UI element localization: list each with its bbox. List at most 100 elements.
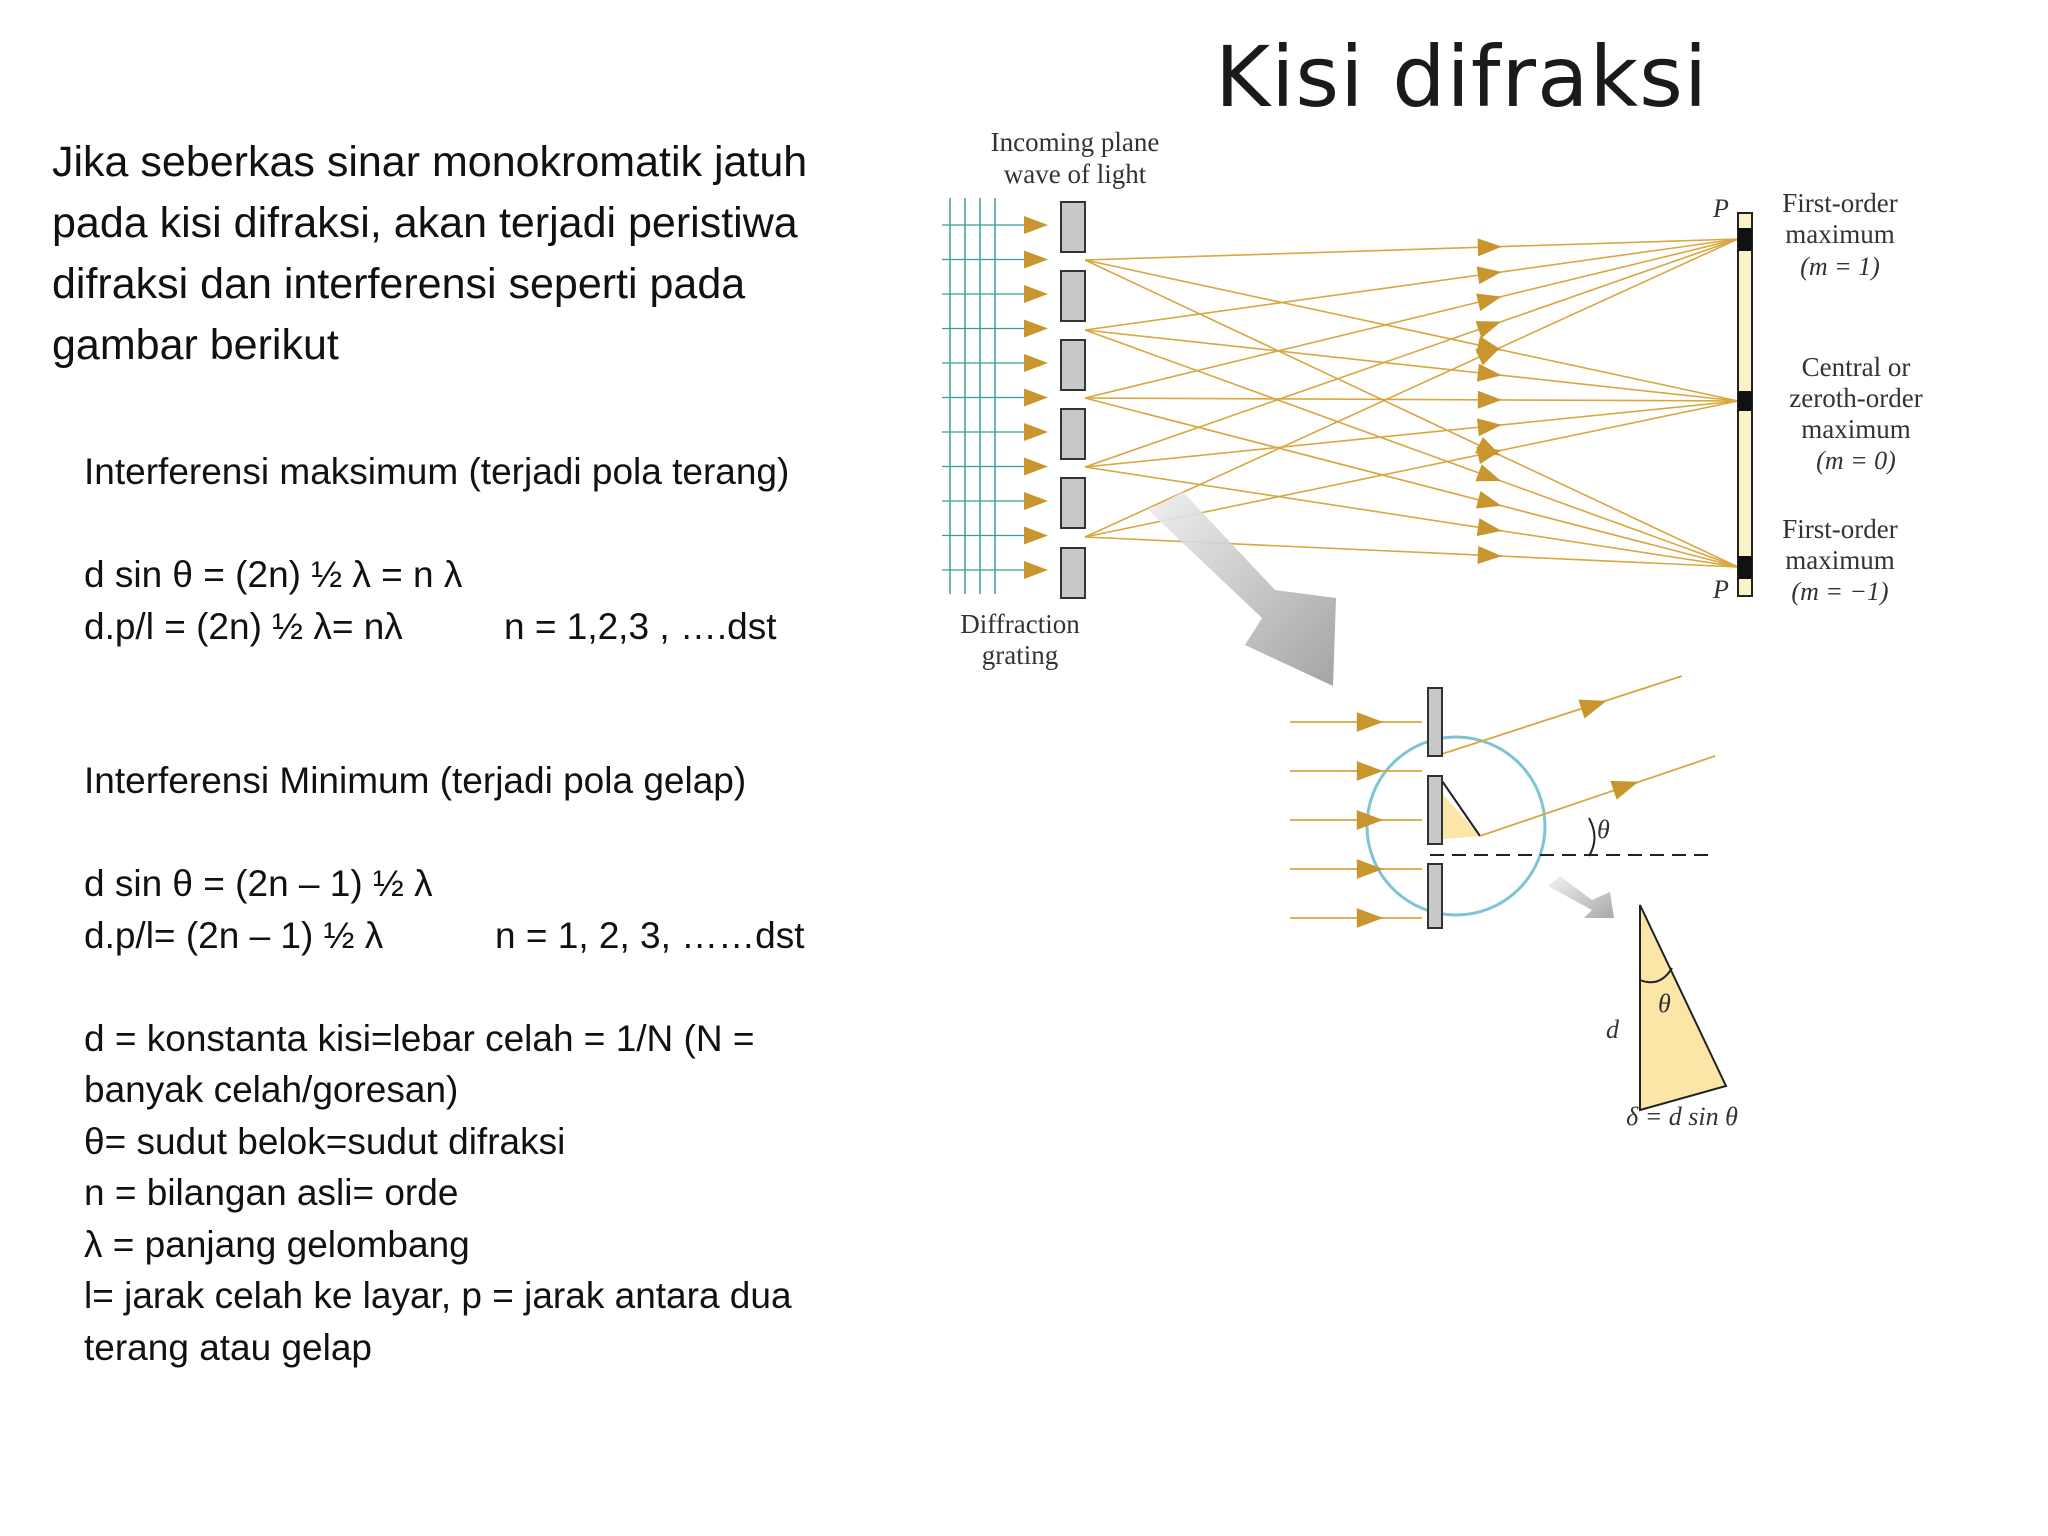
intro-paragraph: Jika seberkas sinar monokromatik jatuh p… (52, 132, 892, 376)
diffracted-ray (1084, 238, 1739, 399)
grating-slit-bar (1060, 408, 1086, 460)
theta-label: θ (1658, 989, 1671, 1018)
inset-diffracted-ray (1441, 675, 1683, 755)
diffracted-ray (1084, 238, 1739, 331)
maximum-heading: Interferensi maksimum (terjadi pola tera… (84, 451, 790, 492)
inset-slit-bar (1427, 687, 1443, 757)
label-line: (m = 0) (1816, 446, 1896, 475)
p-label-bottom: P (1712, 575, 1729, 604)
theta-arc (1639, 967, 1673, 984)
path-difference-wedge (1432, 782, 1480, 840)
zoom-inset: θ (1290, 675, 1716, 929)
label-line: First-order (1782, 514, 1897, 544)
zoom-arrow-icon (1148, 492, 1336, 686)
grating-label-line: Diffraction (960, 609, 1080, 639)
delta-formula-label: δ = d sin θ (1626, 1102, 1738, 1131)
diffracted-ray (1084, 329, 1739, 568)
definition-line: l= jarak celah ke layar, p = jarak antar… (84, 1275, 792, 1316)
arrowhead-icon (1024, 423, 1048, 441)
diffracted-ray (1084, 259, 1739, 402)
label-line: zeroth-order (1789, 383, 1922, 413)
arrowhead-icon (1476, 363, 1502, 382)
inset-slit-bar (1427, 863, 1443, 929)
arrowhead-icon (1610, 780, 1639, 800)
definition-line: λ = panjang gelombang (84, 1223, 470, 1265)
arrowhead-icon (1356, 761, 1384, 781)
diffracted-ray (1084, 397, 1739, 568)
theta-label: θ (1597, 815, 1610, 844)
arrowhead-icon (1476, 293, 1502, 312)
incoming-label-line: Incoming plane (991, 127, 1160, 157)
grating-slit-bar (1060, 201, 1086, 253)
arrowhead-icon (1024, 285, 1048, 303)
arrowhead-icon (1477, 418, 1502, 437)
label-line: (m = −1) (1791, 577, 1888, 606)
arrowhead-icon (1477, 238, 1502, 257)
definition-line: terang atau gelap (84, 1326, 373, 1368)
central-maximum-label: Central or zeroth-order maximum (m = 0) (1789, 352, 1922, 475)
grating-slit-bar (1060, 339, 1086, 391)
intro-line: difraksi dan interferensi seperti pada (52, 260, 746, 308)
path-difference-triangle: θ d δ = d sin θ (1606, 904, 1738, 1131)
first-order-bottom-label: First-order maximum (m = −1) (1782, 514, 1897, 606)
first-order-top-label: First-order maximum (m = 1) (1782, 188, 1897, 281)
definition-line: banyak celah/goresan) (84, 1069, 459, 1110)
diffracted-ray (1084, 259, 1739, 568)
fringe-central (1738, 391, 1752, 411)
minimum-formula-2: d.p/l= (2n – 1) ½ λ (84, 914, 384, 956)
maximum-formula-2: d.p/l = (2n) ½ λ= nλ (84, 605, 403, 647)
inset-rays (1290, 675, 1716, 928)
label-line: Central or (1802, 352, 1911, 382)
diffracted-rays (1084, 238, 1739, 568)
arrowhead-icon (1024, 216, 1048, 234)
minimum-formula-2-row: d.p/l= (2n – 1) ½ λ n = 1, 2, 3, ……dst (84, 910, 874, 962)
maximum-formula-1: d sin θ = (2n) ½ λ = n λ (84, 554, 463, 595)
maximum-formula-2-row: d.p/l = (2n) ½ λ= nλ n = 1,2,3 , ….dst (84, 601, 874, 653)
intro-line: gambar berikut (52, 321, 339, 369)
grating-slit-bar (1060, 547, 1086, 599)
arrowhead-icon (1476, 518, 1502, 537)
p-label-top: P (1712, 194, 1729, 223)
grating-slits (1060, 201, 1086, 599)
observation-screen (1737, 212, 1753, 597)
arrowhead-icon (1024, 526, 1048, 545)
arrowhead-icon (1356, 712, 1384, 732)
diffracted-ray (1084, 238, 1739, 261)
diffracted-ray (1084, 397, 1739, 402)
label-line: First-order (1782, 188, 1897, 218)
minimum-n-values: n = 1, 2, 3, ……dst (495, 914, 805, 956)
minimum-heading: Interferensi Minimum (terjadi pola gelap… (84, 760, 747, 801)
diffracted-ray (1084, 466, 1739, 568)
label-line: maximum (1785, 219, 1895, 249)
arrowhead-icon (1356, 908, 1384, 928)
label-line: (m = 1) (1800, 252, 1880, 281)
arrowhead-icon (1024, 561, 1048, 579)
theta-arc (1588, 817, 1596, 857)
fringe-first-order-bottom (1738, 556, 1752, 579)
arrowhead-icon (1476, 446, 1502, 464)
diffracted-ray (1084, 238, 1739, 468)
diffracted-ray (1084, 329, 1739, 402)
definition-line: θ= sudut belok=sudut difraksi (84, 1120, 566, 1162)
grating-slit-bar (1060, 270, 1086, 322)
arrowhead-icon (1475, 321, 1502, 339)
arrowhead-icon (1024, 250, 1048, 269)
intro-line: pada kisi difraksi, akan terjadi peristi… (52, 199, 798, 247)
grating-label: Diffraction grating (960, 609, 1080, 670)
arrowhead-icon (1476, 266, 1502, 285)
inset-diffracted-ray (1479, 755, 1716, 837)
zoom-arrow-small-icon (1548, 876, 1614, 918)
arrowhead-icon (1356, 859, 1384, 879)
arrowhead-icon (1477, 390, 1502, 409)
minimum-formula-1: d sin θ = (2n – 1) ½ λ (84, 863, 433, 904)
arrowhead-icon (1475, 464, 1502, 482)
arrowhead-icon (1024, 319, 1048, 338)
incoming-label-line: wave of light (1004, 159, 1147, 189)
incoming-wave-label: Incoming plane wave of light (991, 127, 1160, 189)
arrowhead-icon (1477, 546, 1502, 565)
arrowhead-icon (1356, 810, 1384, 830)
arrowhead-icon (1475, 347, 1501, 366)
maximum-n-values: n = 1,2,3 , ….dst (504, 605, 777, 647)
diffracted-ray (1084, 400, 1739, 468)
arrowhead-icon (1024, 388, 1048, 407)
